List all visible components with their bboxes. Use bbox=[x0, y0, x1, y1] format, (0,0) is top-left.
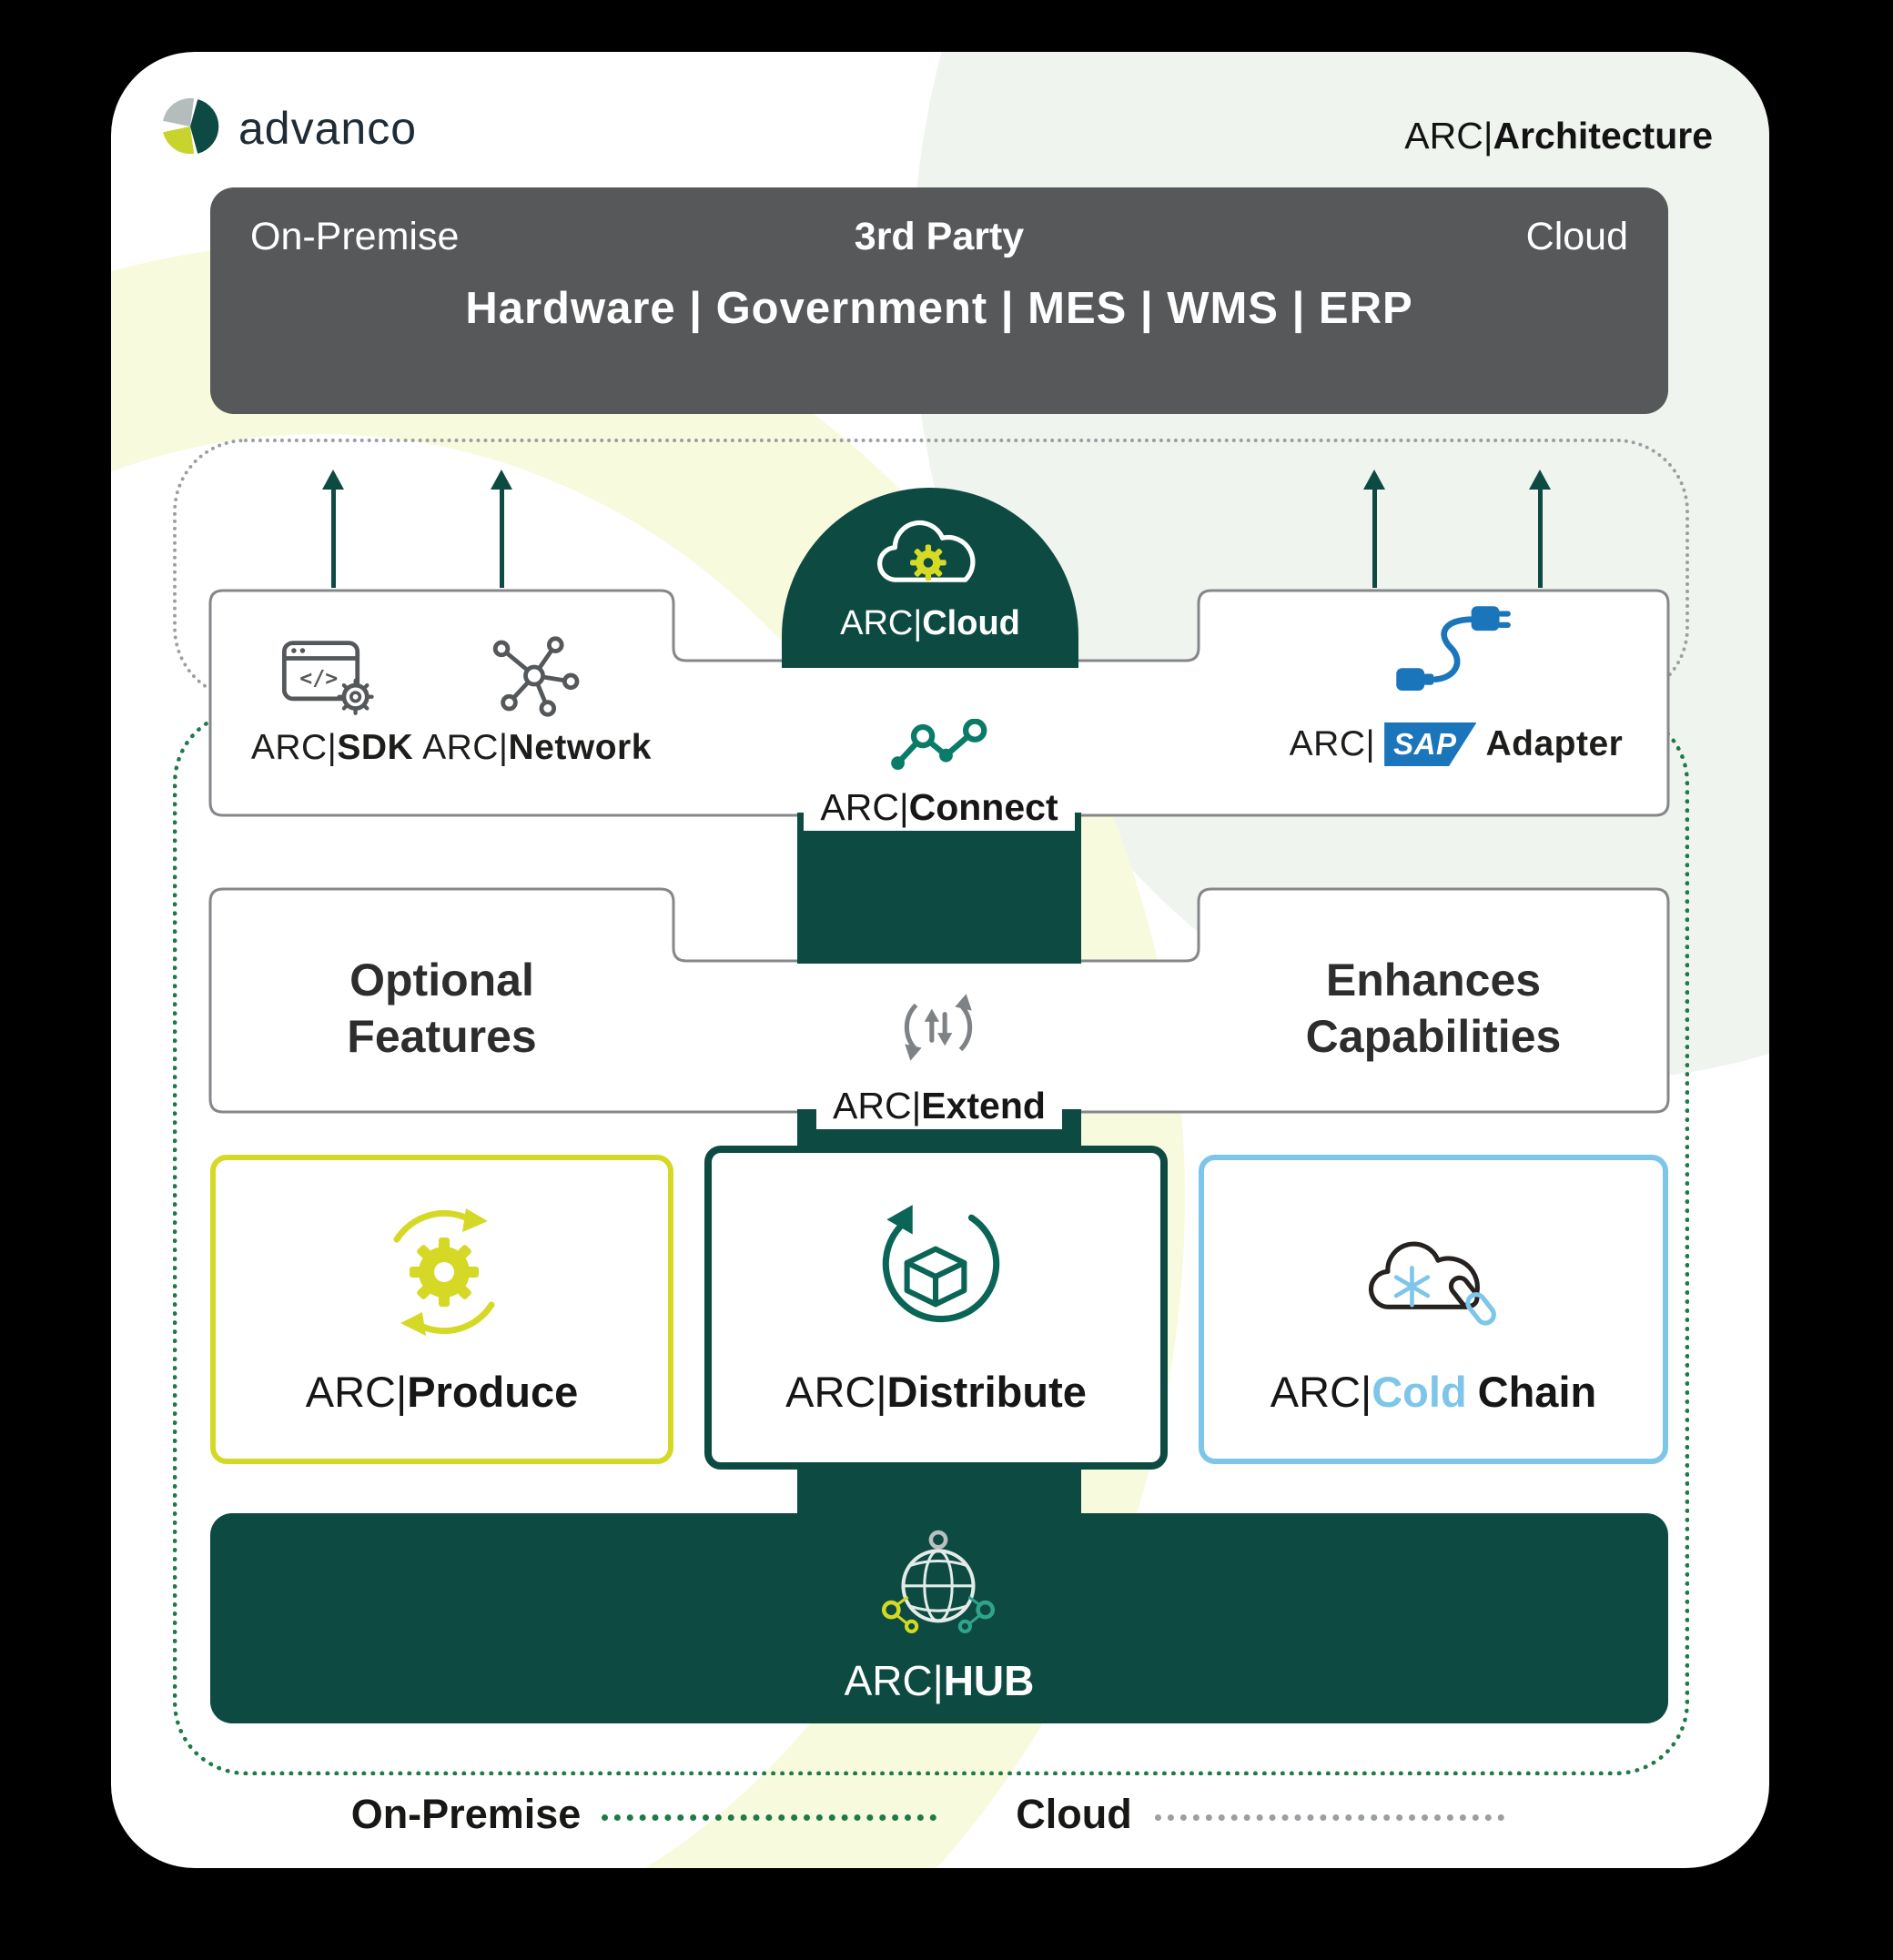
arc-sap-adapter-name: Adapter bbox=[1485, 724, 1624, 763]
arc-produce-box bbox=[210, 1155, 673, 1464]
arc-hub-label: ARC|HUB bbox=[210, 1656, 1668, 1705]
legend-on-premise: On-Premise bbox=[350, 1791, 582, 1837]
up-arrow bbox=[491, 470, 512, 588]
arc-distribute-box bbox=[704, 1146, 1168, 1470]
arc-prefix: ARC| bbox=[785, 1368, 887, 1416]
arc-extend-label-wrap: ARC|Extend bbox=[797, 1083, 1081, 1129]
enhances-line2: Capabilities bbox=[1305, 1011, 1562, 1062]
optional-line1: Optional bbox=[349, 955, 534, 1005]
bar-onpremise-label: On-Premise bbox=[250, 215, 460, 258]
arc-prefix: ARC| bbox=[305, 1368, 408, 1416]
connector-connect-extend bbox=[797, 813, 1081, 964]
title-prefix: ARC| bbox=[1404, 115, 1493, 157]
arc-cloud-label: ARC|Cloud bbox=[840, 604, 1020, 643]
arc-cloud-name: Cloud bbox=[922, 604, 1020, 642]
bar-3rd-party-label: 3rd Party bbox=[854, 215, 1025, 258]
sap-adapter-cable-icon bbox=[1396, 606, 1511, 691]
arc-connect-label: ARC|Connect bbox=[804, 784, 1075, 831]
arc-prefix: ARC| bbox=[1270, 1368, 1372, 1416]
arc-prefix: ARC| bbox=[250, 728, 338, 767]
enhances-capabilities-text: Enhances Capabilities bbox=[1199, 952, 1668, 1065]
hub-globe-network-icon bbox=[881, 1530, 996, 1634]
arc-extend-name: Extend bbox=[921, 1085, 1046, 1126]
arc-produce-name: Produce bbox=[407, 1368, 579, 1416]
diagram-title: ARC|Architecture bbox=[1404, 115, 1713, 157]
arc-cold-name: Cold bbox=[1372, 1368, 1467, 1416]
arc-network-label: ARC|Network bbox=[408, 728, 666, 768]
advanco-logo-icon bbox=[163, 97, 219, 155]
arc-prefix: ARC| bbox=[422, 728, 509, 767]
brand-name: advanco bbox=[238, 103, 418, 154]
up-arrow bbox=[322, 470, 344, 588]
arc-cold-chain-box bbox=[1199, 1155, 1668, 1464]
up-arrow bbox=[1363, 470, 1385, 588]
sdk-icon: </> bbox=[281, 641, 374, 715]
legend-cloud: Cloud bbox=[1016, 1791, 1132, 1837]
third-party-systems: Hardware | Government | MES | WMS | ERP bbox=[465, 284, 1413, 333]
produce-gear-icon bbox=[393, 1208, 495, 1336]
arc-distribute-label: ARC|Distribute bbox=[704, 1367, 1168, 1417]
arc-prefix: ARC| bbox=[833, 1085, 922, 1126]
connect-icon bbox=[891, 719, 987, 771]
arc-prefix: ARC| bbox=[840, 604, 923, 642]
arc-sap-adapter-label: ARC| SAP Adapter bbox=[1256, 722, 1656, 766]
arc-chain-name: Chain bbox=[1477, 1368, 1597, 1416]
legend-cloud-line bbox=[1155, 1814, 1504, 1821]
arc-sdk-label: ARC|SDK bbox=[218, 728, 446, 768]
extend-icon bbox=[904, 994, 973, 1061]
up-arrow bbox=[1529, 470, 1551, 588]
optional-features-text: Optional Features bbox=[210, 952, 673, 1065]
arc-sdk-name: SDK bbox=[337, 728, 414, 767]
cold-chain-cloud-icon bbox=[1368, 1241, 1496, 1326]
sdk-code-glyph: </> bbox=[299, 666, 338, 691]
arc-connect-label-wrap: ARC|Connect bbox=[797, 784, 1081, 831]
bar-cloud-label: Cloud bbox=[1525, 215, 1628, 258]
arc-distribute-name: Distribute bbox=[886, 1368, 1087, 1416]
arc-prefix: ARC| bbox=[844, 1657, 944, 1704]
connector-products-hub bbox=[797, 1465, 1081, 1518]
arc-prefix: ARC| bbox=[820, 786, 909, 828]
arc-extend-label: ARC|Extend bbox=[816, 1083, 1062, 1129]
arc-hub-name: HUB bbox=[943, 1657, 1035, 1704]
optional-line2: Features bbox=[347, 1011, 537, 1062]
enhances-line1: Enhances bbox=[1325, 955, 1542, 1005]
third-party-bar-top: On-Premise 3rd Party Cloud bbox=[250, 215, 1628, 259]
sap-logo: SAP bbox=[1384, 722, 1477, 766]
legend-on-premise-line bbox=[602, 1814, 936, 1821]
cloud-gear-icon bbox=[877, 520, 976, 582]
arc-produce-label: ARC|Produce bbox=[210, 1367, 673, 1417]
network-icon bbox=[492, 636, 580, 717]
arc-prefix: ARC| bbox=[1289, 724, 1376, 763]
title-name: Architecture bbox=[1493, 115, 1713, 157]
arc-network-name: Network bbox=[508, 728, 652, 767]
third-party-bar: On-Premise 3rd Party Cloud Hardware | Go… bbox=[210, 187, 1668, 414]
distribute-box-cycle-icon bbox=[882, 1205, 1000, 1323]
arc-connect-name: Connect bbox=[908, 786, 1058, 828]
